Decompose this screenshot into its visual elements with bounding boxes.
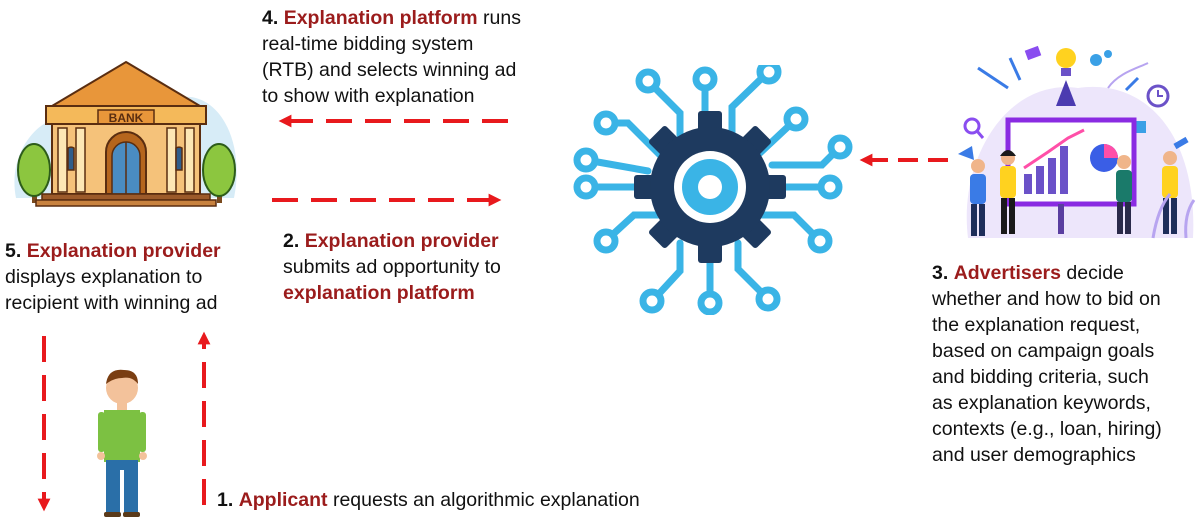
bank-illustration: BANK — [14, 60, 237, 207]
pie-chart-icon — [1090, 144, 1118, 172]
step1-highlight: Applicant — [238, 489, 328, 511]
step3-text: whether and how to bid on — [932, 288, 1161, 310]
step3-text: as explanation keywords, — [932, 392, 1151, 414]
person-figure — [1000, 150, 1016, 234]
clock-icon — [1146, 84, 1170, 108]
step4-number: 4. — [262, 7, 279, 29]
step2-text: submits ad opportunity to — [283, 256, 501, 278]
step4-label: 4. Explanation platform runs real-time b… — [262, 5, 521, 109]
tree-right-icon — [202, 143, 236, 203]
person-figure — [958, 146, 986, 236]
bar-chart-icon — [1024, 146, 1068, 194]
step5-highlight: Explanation provider — [26, 240, 221, 262]
advertisers-illustration — [958, 45, 1196, 239]
step1-text: requests an algorithmic explanation — [327, 489, 640, 511]
applicant-figure — [97, 369, 147, 517]
step2-number: 2. — [283, 230, 300, 252]
step5-number: 5. — [5, 240, 22, 262]
step5-text: displays explanation to — [5, 266, 203, 288]
step3-text: decide — [1061, 262, 1124, 284]
step4-text: real-time bidding system — [262, 33, 474, 55]
tree-left-icon — [17, 143, 51, 203]
step4-text: to show with explanation — [262, 85, 475, 107]
bank-sign: BANK — [109, 111, 144, 125]
step2-highlight-2: explanation platform — [283, 282, 475, 304]
step2-label: 2. Explanation provider submits ad oppor… — [283, 228, 501, 306]
lightbulb-icon — [1056, 48, 1076, 106]
step1-number: 1. — [217, 489, 234, 511]
step1-label: 1. Applicant requests an algorithmic exp… — [217, 487, 640, 513]
search-icon — [963, 117, 985, 139]
step3-text: and bidding criteria, such — [932, 366, 1149, 388]
step2-highlight: Explanation provider — [304, 230, 499, 252]
step3-text: and user demographics — [932, 444, 1136, 466]
person-figure — [1116, 155, 1132, 234]
person-figure — [1162, 136, 1189, 234]
step4-text: runs — [477, 7, 521, 29]
step5-text: recipient with winning ad — [5, 292, 218, 314]
step3-highlight: Advertisers — [953, 262, 1061, 284]
step4-highlight: Explanation platform — [283, 7, 478, 29]
step3-text: the explanation request, — [932, 314, 1141, 336]
gear-small-icon — [1090, 50, 1112, 66]
step3-text: based on campaign goals — [932, 340, 1155, 362]
step3-text: contexts (e.g., loan, hiring) — [932, 418, 1162, 440]
step3-number: 3. — [932, 262, 949, 284]
step4-text: (RTB) and selects winning ad — [262, 59, 517, 81]
step5-label: 5. Explanation provider displays explana… — [5, 238, 221, 316]
platform-gear-icon — [573, 65, 853, 315]
step3-label: 3. Advertisers decide whether and how to… — [932, 260, 1162, 468]
